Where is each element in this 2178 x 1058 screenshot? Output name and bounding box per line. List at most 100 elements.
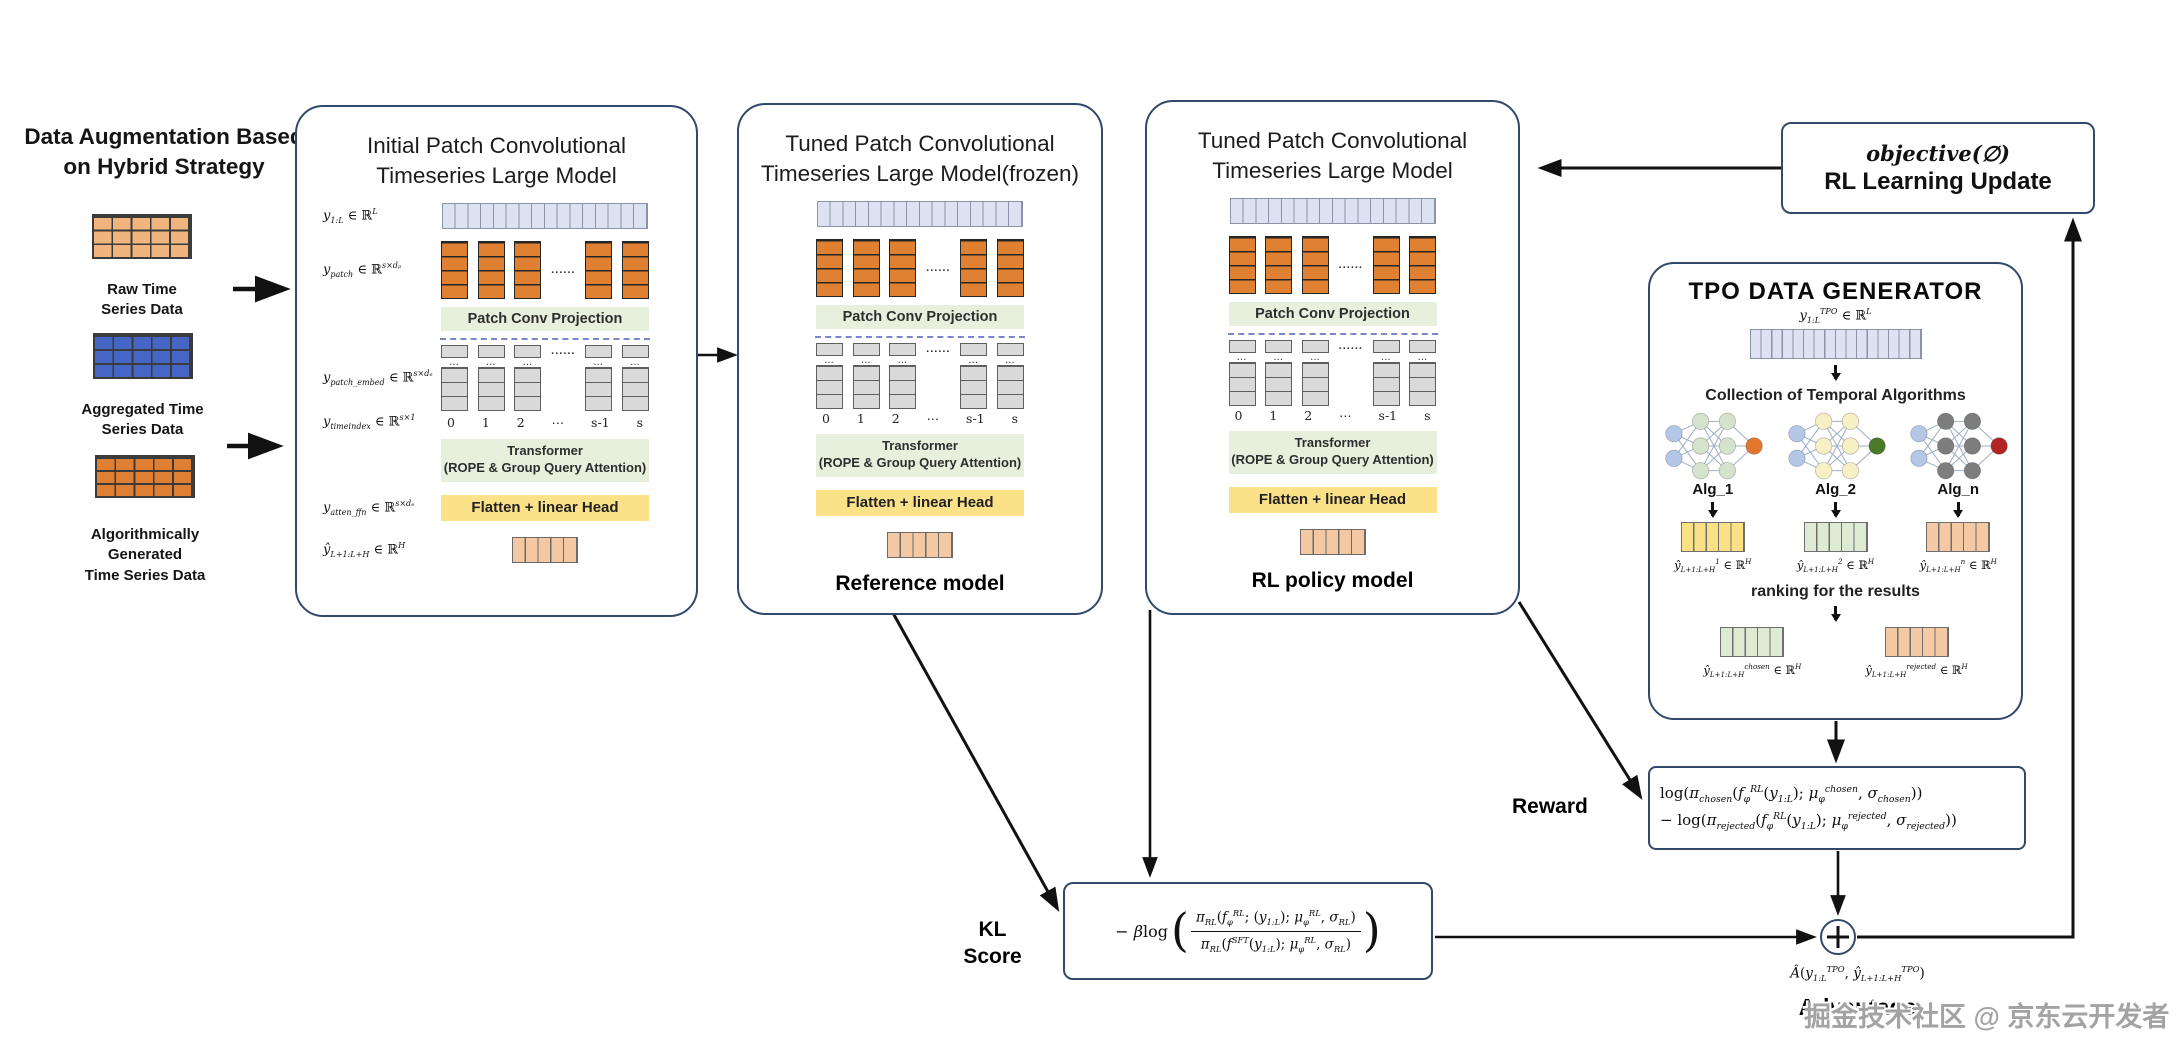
kl-denominator: πRL(fSFT(y1:L); μφRL, σRL)	[1200, 934, 1352, 954]
patch-column	[816, 239, 843, 298]
chosen-label: ŷL+1:L+Hchosen ∈ ℝH	[1703, 662, 1802, 680]
alg-2-forecast-label: ŷL+1:L+H2 ∈ ℝH	[1796, 556, 1875, 575]
embed-column: ...	[1265, 340, 1293, 407]
embed-column: ...	[889, 343, 917, 410]
down-arrow-icon	[1956, 501, 1960, 516]
patch-column	[514, 241, 542, 300]
chosen-vector	[1720, 627, 1785, 658]
advantage-label: Advantage	[1798, 994, 1917, 1020]
watermark: 掘金技术社区 @ 京东云开发者	[1804, 1002, 2170, 1032]
rejected-label: ŷL+1:L+Hrejected ∈ ℝH	[1865, 662, 1968, 680]
reward-formula-line1: log(πchosen(fφRL(y1:L); μφchosen, σchose…	[1660, 784, 1923, 806]
rl-policy-model-body: ...... Patch Conv Projection ... ... ...…	[1147, 198, 1518, 593]
down-arrow-icon	[1834, 501, 1837, 516]
embed-column: ...	[441, 345, 468, 412]
flatten-head-bar: Flatten + linear Head	[816, 490, 1024, 517]
initial-model-title: Initial Patch Convolutional Timeseries L…	[367, 133, 626, 188]
algorithms-row: Alg_1 ŷL+1:L+H1 ∈ ℝH Alg_2 ŷL+1:L+H2 ∈ ℝ…	[1650, 409, 2021, 574]
transformer-bar: Transformer (ROPE & Group Query Attentio…	[1228, 431, 1437, 475]
y1l-label: y1:L ∈ ℝL	[323, 207, 378, 226]
patch-row: ypatch ∈ ℝs×dₚ ......	[297, 241, 696, 300]
rl-policy-model-box: Tuned Patch Convolutional Timeseries Lar…	[1145, 100, 1520, 615]
alg-1-forecast-label: ŷL+1:L+H1 ∈ ℝH	[1674, 556, 1752, 575]
ytime-label: ytimeindex ∈ ℝs×1	[323, 413, 416, 432]
input-series-strip	[442, 203, 648, 230]
alg-n-forecast-vector	[1926, 521, 1991, 552]
embed-ellipsis: ......	[926, 343, 951, 356]
collection-label: Collection of Temporal Algorithms	[1705, 386, 1966, 404]
patch-ellipsis: ......	[926, 262, 951, 275]
reference-model-box: Tuned Patch Convolutional Timeseries Lar…	[737, 103, 1103, 615]
patch-ellipsis: ......	[551, 264, 576, 277]
chosen-rejected-row: ŷL+1:L+Hchosen ∈ ℝH ŷL+1:L+Hrejected ∈ ℝ…	[1703, 627, 1968, 680]
alg-n-column: Alg_n ŷL+1:L+Hn ∈ ℝH	[1898, 409, 2018, 574]
chosen-column: ŷL+1:L+Hchosen ∈ ℝH	[1703, 627, 1801, 679]
patch-column	[1265, 236, 1293, 295]
alg-2-network-icon	[1786, 409, 1886, 483]
patch-conv-projection-bar: Patch Conv Projection	[441, 307, 649, 332]
patch-column	[960, 239, 988, 298]
yout-label: ŷL+1:L+H ∈ ℝH	[323, 541, 406, 560]
alg-1-name: Alg_1	[1692, 480, 1734, 498]
transformer-bar: Transformer (ROPE & Group Query Attentio…	[441, 439, 649, 483]
kl-numerator: πRL(fφRL; (y1:L); μφRL, σRL)	[1191, 908, 1361, 932]
kl-fraction: πRL(fφRL; (y1:L); μφRL, σRL) πRL(fSFT(y1…	[1191, 908, 1361, 954]
yatten-label: yatten_ffn ∈ ℝs×dₑ	[323, 499, 415, 518]
embed-ellipsis: ......	[551, 345, 576, 358]
kl-formula-box: − βlog ( πRL(fφRL; (y1:L); μφRL, σRL) πR…	[1063, 882, 1433, 980]
embed-ellipsis: ......	[1338, 340, 1363, 353]
algorithmic-series-grid	[95, 455, 195, 498]
patch-column	[1372, 236, 1400, 295]
raw-series-label: Raw Time Series Data	[101, 281, 183, 319]
embed-column: ...	[1372, 340, 1400, 407]
patch-column	[441, 241, 468, 300]
down-arrow-icon	[1711, 501, 1715, 516]
reward-label: Reward	[1512, 795, 1588, 818]
kl-prefix: − βlog	[1115, 921, 1169, 941]
conv-bar-row: Patch Conv Projection	[297, 307, 696, 332]
patch-ellipsis: ......	[1338, 259, 1363, 272]
rl-policy-model-title: Tuned Patch Convolutional Timeseries Lar…	[1197, 128, 1468, 183]
rejected-column: ŷL+1:L+Hrejected ∈ ℝH	[1865, 627, 1968, 680]
reward-formula-box: log(πchosen(fφRL(y1:L); μφchosen, σchose…	[1648, 766, 2026, 850]
algorithmic-series-label: Algorithmically Generated Time Series Da…	[84, 526, 206, 584]
reference-model-title: Tuned Patch Convolutional Timeseries Lar…	[760, 131, 1080, 186]
output-strip	[1299, 529, 1366, 556]
embed-column: ...	[852, 343, 880, 410]
dashed-divider	[815, 336, 1025, 339]
embed-column: ...	[514, 345, 542, 412]
alg-1-column: Alg_1 ŷL+1:L+H1 ∈ ℝH	[1653, 409, 1773, 574]
down-arrow-icon	[1834, 606, 1837, 621]
alg-1-network-icon	[1663, 409, 1763, 483]
patch-column	[1301, 236, 1329, 295]
aggregated-series-grid	[93, 333, 193, 379]
output-strip	[887, 532, 953, 559]
embed-column: ...	[585, 345, 613, 412]
reward-formula-line2: − log(πrejected(fφRL(y1:L); μφrejected, …	[1660, 811, 1957, 832]
input-series-strip	[817, 201, 1023, 228]
rejected-vector	[1884, 627, 1949, 658]
tpo-title: TPO DATA GENERATOR	[1688, 278, 1983, 305]
down-arrow-icon	[1834, 364, 1837, 379]
advantage-formula: Â(y1:LTPO, ŷL+1:L+HTPO)	[1790, 964, 1925, 984]
rl-learning-update-box: objective(∅) RL Learning Update	[1781, 122, 2095, 214]
alg-1-forecast-vector	[1680, 521, 1745, 552]
reference-model-body: ...... Patch Conv Projection ... ... ...…	[739, 201, 1101, 596]
embed-column: ...	[1409, 340, 1437, 407]
ranking-label: ranking for the results	[1751, 583, 1920, 601]
open-paren: (	[1171, 903, 1189, 958]
embed-column: ...	[1228, 340, 1256, 407]
patch-conv-projection-bar: Patch Conv Projection	[816, 305, 1024, 330]
alg-2-column: Alg_2 ŷL+1:L+H2 ∈ ℝH	[1776, 409, 1896, 574]
close-paren: )	[1362, 903, 1381, 958]
alg-n-network-icon	[1908, 409, 2008, 483]
reference-model-caption: Reference model	[835, 572, 1005, 596]
input-strip-row: y1:L ∈ ℝL	[297, 203, 696, 230]
embed-row: ypatch_embed ∈ ℝs×dₑ ... ... ... ...... …	[297, 345, 696, 412]
patch-column	[621, 241, 649, 300]
flatten-head-bar: Flatten + linear Head	[1228, 487, 1437, 514]
